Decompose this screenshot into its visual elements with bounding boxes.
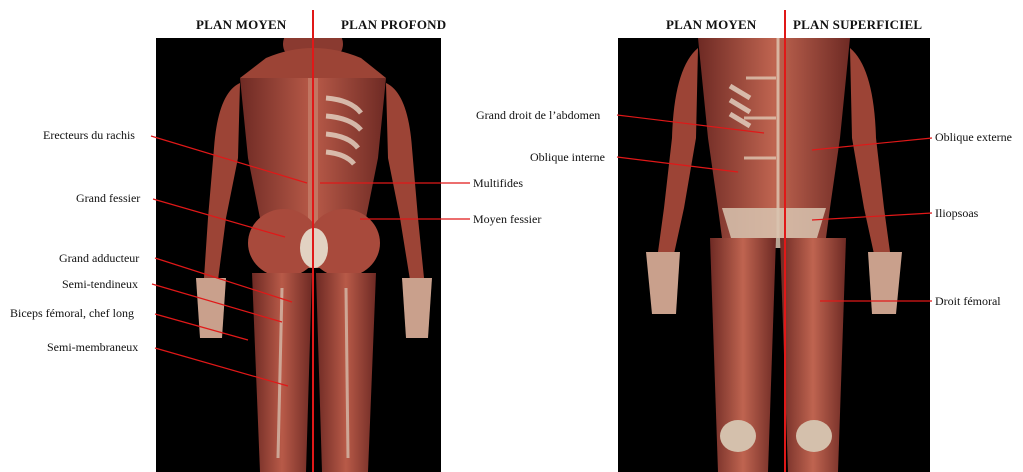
posterior-view-panel — [156, 38, 441, 472]
label-oblique-externe: Oblique externe — [935, 130, 1012, 144]
label-semi-tendineux: Semi-tendineux — [62, 277, 138, 291]
heading-right-middle-plane: PLAN MOYEN — [666, 17, 756, 33]
heading-superficial-plane: PLAN SUPERFICIEL — [793, 17, 922, 33]
heading-deep-plane: PLAN PROFOND — [341, 17, 446, 33]
label-erecteurs-du-rachis: Erecteurs du rachis — [43, 128, 135, 142]
anterior-view-panel — [618, 38, 930, 472]
label-droit-femoral: Droit fémoral — [935, 294, 1001, 308]
posterior-body-illustration — [156, 38, 441, 472]
label-multifides: Multifides — [473, 176, 523, 190]
left-arm-shape — [204, 83, 240, 280]
left-arm-shape — [658, 48, 698, 254]
label-moyen-fessier: Moyen fessier — [473, 212, 541, 226]
label-semi-membraneux: Semi-membraneux — [47, 340, 138, 354]
label-iliopsoas: Iliopsoas — [935, 206, 978, 220]
label-grand-droit-abdomen: Grand droit de l’abdomen — [476, 108, 600, 122]
label-oblique-interne: Oblique interne — [530, 150, 605, 164]
label-grand-fessier: Grand fessier — [76, 191, 140, 205]
anterior-body-illustration — [618, 38, 930, 472]
label-grand-adducteur: Grand adducteur — [59, 251, 139, 265]
right-arm-shape — [386, 83, 424, 280]
right-arm-shape — [850, 48, 890, 254]
heading-left-middle-plane: PLAN MOYEN — [196, 17, 286, 33]
label-biceps-femoral: Biceps fémoral, chef long — [10, 306, 134, 320]
